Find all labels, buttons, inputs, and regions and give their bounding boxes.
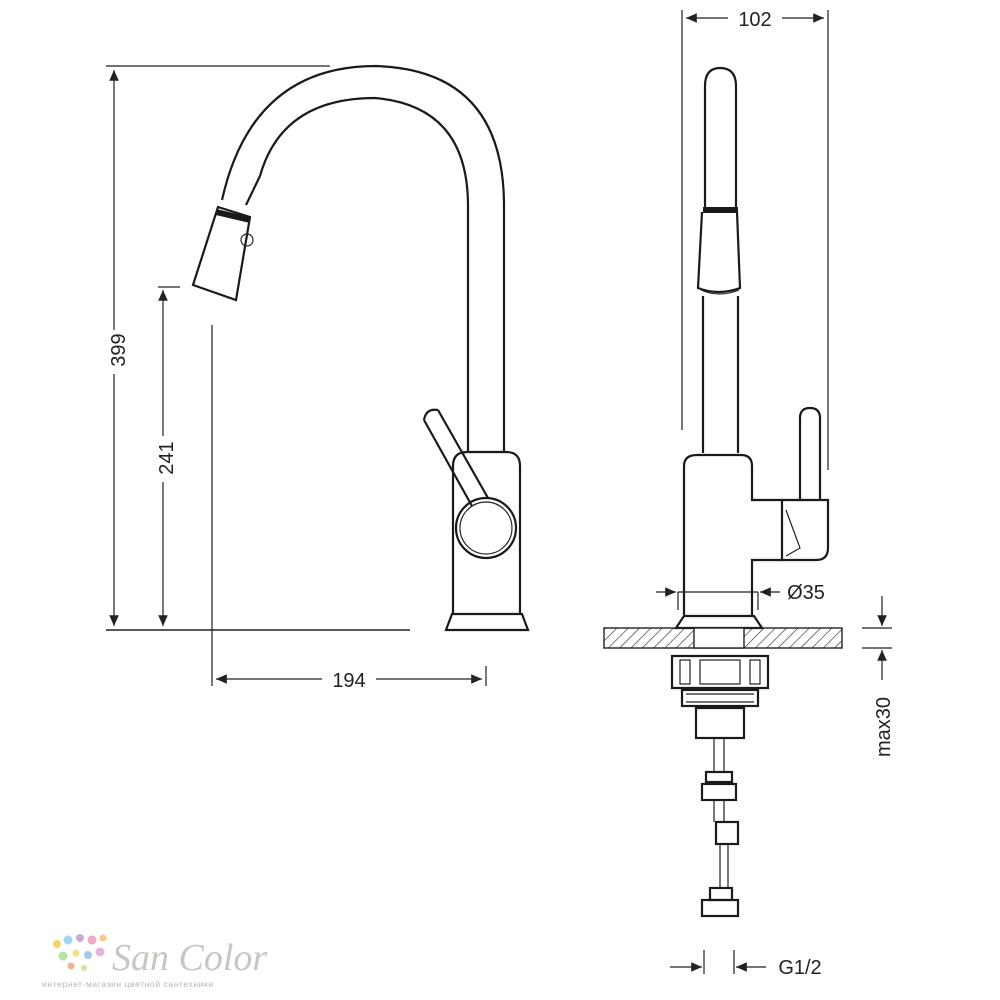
mounting-shank — [694, 706, 746, 740]
lever-ring-outer — [454, 496, 518, 560]
side-lever-stem — [798, 406, 822, 500]
dim-35-label: Ø35 — [787, 582, 825, 604]
side-body — [682, 453, 784, 615]
front-view: 399 241 194 — [104, 64, 530, 692]
hose-nut-1 — [700, 782, 738, 802]
spray-head-band — [215, 209, 251, 223]
mounting-nut-tabs — [679, 659, 761, 685]
side-base — [673, 614, 765, 630]
spray-button — [240, 233, 254, 247]
hose-fitting-2 — [714, 820, 740, 846]
dim-241-label: 241 — [156, 441, 178, 474]
front-base-plate — [444, 612, 530, 632]
washer-lines — [686, 693, 754, 703]
mounting-nut-center — [699, 659, 741, 685]
side-spray-outlet — [700, 289, 740, 295]
hose-nut-3 — [700, 898, 740, 918]
spout-inner-edge — [245, 96, 470, 452]
dim-194-label: 194 — [332, 670, 365, 692]
countertop-hole — [693, 627, 745, 649]
dim-max30-label: max30 — [873, 697, 895, 757]
mounting-washer — [680, 688, 760, 708]
dim-102-label: 102 — [738, 9, 771, 31]
side-lever-detail — [785, 509, 801, 557]
front-body — [451, 450, 522, 614]
spray-head — [191, 205, 252, 302]
mounting-nut — [670, 654, 770, 690]
watermark-tagline: интернет-магазин цветной сантехники — [42, 979, 214, 989]
side-lever-block — [782, 498, 830, 562]
side-view: 102 Ø35 — [603, 6, 895, 979]
hose-fitting-3 — [708, 886, 734, 902]
watermark: San Color интернет-магазин цветной санте… — [42, 934, 267, 989]
side-spout-top — [703, 66, 738, 210]
lever-handle — [422, 408, 489, 507]
spout-outer-edge — [220, 64, 506, 452]
dim-399-label: 399 — [108, 333, 130, 366]
side-spray-head — [696, 211, 742, 294]
lever-ring-inner — [459, 501, 513, 555]
hose-fitting-1 — [704, 770, 734, 784]
watermark-dots-icon — [53, 934, 107, 971]
dim-g12-label: G1/2 — [778, 957, 821, 979]
watermark-brand: San Color — [112, 937, 267, 979]
